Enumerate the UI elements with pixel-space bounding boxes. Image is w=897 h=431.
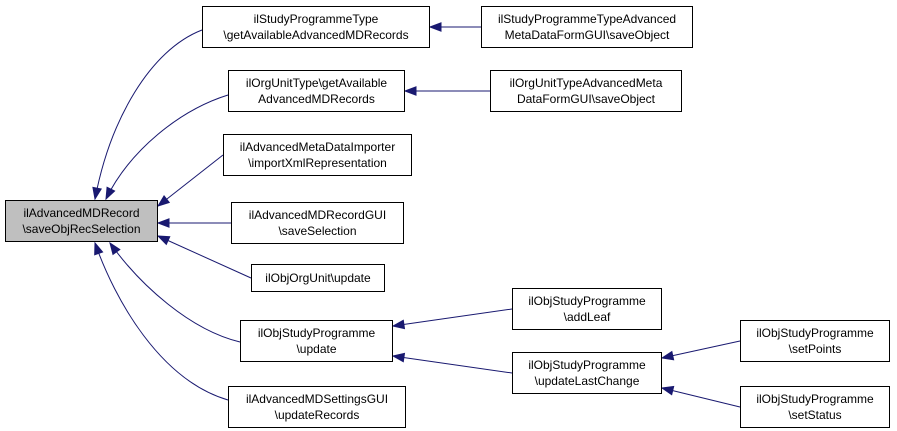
node-label-line: \addLeaf [563,310,611,324]
node-label-line: ilAdvancedMetaDataImporter [239,140,396,154]
edge-orgtype-get-to-root [105,94,229,200]
node-label-line: ilObjStudyProgramme [528,294,646,308]
node-label-line: \getAvailableAdvancedMDRecords [223,28,409,42]
node-label-line: \updateLastChange [534,374,640,388]
arrowhead [391,352,406,363]
node-label-line: \setPoints [788,342,842,356]
arrowhead [92,186,102,201]
node-settings-gui[interactable]: ilAdvancedMDSettingsGUI \updateRecords [228,386,406,428]
node-label-line: \saveObjRecSelection [22,222,141,236]
edge-sp-setpoints-to-sp-lastchange [661,340,741,359]
node-label-line: AdvancedMDRecords [258,92,375,106]
edge-sp-addleaf-to-sp-update [392,308,513,327]
edge-orgunit-update-to-root [157,235,252,279]
arrowhead [428,22,442,32]
node-label-line: ilObjStudyProgramme [756,326,874,340]
node-label-line: \saveSelection [278,224,357,238]
node-sptype-get[interactable]: ilStudyProgrammeType \getAvailableAdvance… [202,6,430,48]
node-label-line: ilAdvancedMDRecord [23,206,140,220]
arrowhead [156,195,171,207]
node-label-line: \setStatus [788,408,842,422]
node-label-line: MetaDataFormGUI\saveObject [504,28,670,42]
arrowhead [403,86,417,96]
arrowhead [105,186,116,201]
arrowhead [109,241,121,256]
node-label-line: ilAdvancedMDRecordGUI [248,208,387,222]
node-sp-lastchange[interactable]: ilObjStudyProgramme \updateLastChange [512,352,662,394]
arrowhead [94,241,104,256]
arrowhead [156,235,171,246]
node-importer[interactable]: ilAdvancedMetaDataImporter \importXmlRepr… [223,134,412,176]
node-record-gui[interactable]: ilAdvancedMDRecordGUI \saveSelection [231,202,404,244]
edge-sp-update-to-root [109,242,241,343]
node-label-line: DataFormGUI\saveObject [516,92,656,106]
node-label-line: ilObjStudyProgramme [257,326,376,340]
node-label-line: \importXmlRepresentation [248,156,387,170]
edge-importer-to-root [157,154,224,207]
edge-sp-setstatus-to-sp-lastchange [661,387,741,408]
node-sp-setstatus[interactable]: ilObjStudyProgramme \setStatus [740,386,890,428]
arrowhead [660,385,675,396]
arrowhead [660,350,675,361]
arrowhead [391,319,406,330]
node-sp-setpoints[interactable]: ilObjStudyProgramme \setPoints [740,320,890,362]
node-label-line: ilObjStudyProgramme [756,392,874,406]
edge-settings-gui-to-root [94,242,229,401]
node-label-line: \updateRecords [274,408,360,422]
node-label-line: ilOrgUnitTypeAdvancedMeta [509,76,663,90]
node-root: ilAdvancedMDRecord \saveObjRecSelection [5,200,158,242]
node-label-line: ilAdvancedMDSettingsGUI [245,392,389,406]
node-sp-update[interactable]: ilObjStudyProgramme \update [240,320,393,362]
node-label-line: ilOrgUnitType\getAvailable [245,76,388,90]
node-label-line: \update [296,342,337,356]
node-label-line: ilObjOrgUnit\update [265,271,371,285]
node-orgunit-update[interactable]: ilObjOrgUnit\update [251,264,385,292]
node-label-line: ilStudyProgrammeTypeAdvanced [497,12,677,26]
edge-sptype-get-to-root [94,29,203,200]
node-sp-addleaf[interactable]: ilObjStudyProgramme \addLeaf [512,288,662,330]
edge-sp-lastchange-to-sp-update [392,355,513,374]
arrowhead [156,218,170,228]
node-label-line: ilStudyProgrammeType [253,12,379,26]
node-label-line: ilObjStudyProgramme [528,358,646,372]
